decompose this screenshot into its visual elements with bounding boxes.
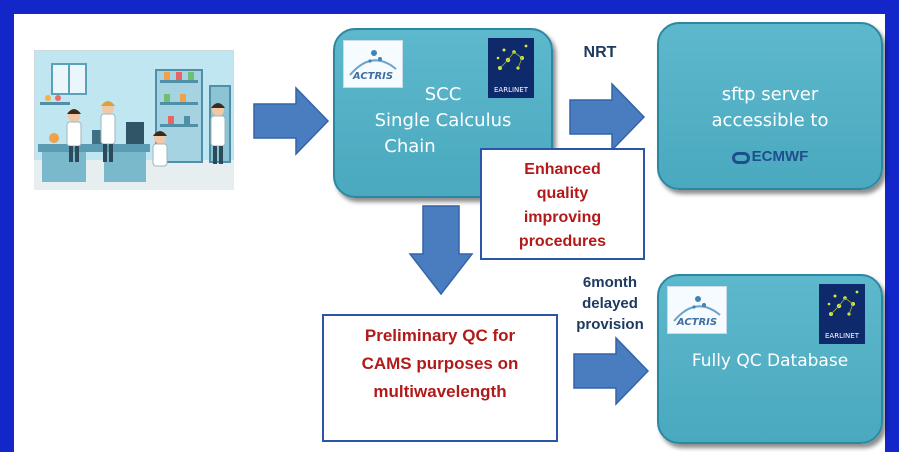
enhanced-line2: quality xyxy=(536,185,589,202)
earlinet-logo-text: EARLINET xyxy=(825,332,859,340)
lab-bench xyxy=(38,144,150,152)
actris-logo: ACTRIS xyxy=(343,40,403,88)
scientist-4 xyxy=(210,103,226,164)
enhanced-line3: improving xyxy=(523,209,602,226)
laboratory-illustration xyxy=(34,50,234,190)
scientist-1 xyxy=(66,109,82,162)
fully-qc-database-box: ACTRIS EARLINET Fully QC Database xyxy=(657,274,883,444)
earlinet-logo: EARLINET xyxy=(488,38,534,98)
ecmwf-logo-text: ECMWF xyxy=(751,148,809,165)
earlinet-logo-graphic xyxy=(827,290,859,316)
delayed-provision-label: 6month delayed provision xyxy=(562,272,658,335)
actris-logo: ACTRIS xyxy=(667,286,727,334)
scientist-2 xyxy=(100,101,116,162)
arrow-scc-to-sftp xyxy=(569,82,646,152)
preliminary-line3: multiwavelength xyxy=(373,382,507,401)
scc-subtitle: Single Calculus xyxy=(374,110,512,131)
actris-logo-graphic xyxy=(349,50,397,76)
fully-qc-database-label: Fully QC Database xyxy=(691,351,849,371)
scc-title: SCC xyxy=(424,84,462,105)
delayed-label-line2: delayed xyxy=(582,295,638,312)
sftp-server-box: sftp server accessible to ECMWF xyxy=(657,22,883,190)
actris-logo-graphic xyxy=(673,296,721,322)
ecmwf-logo: ECMWF xyxy=(659,148,881,165)
scientist-3 xyxy=(152,131,168,167)
nrt-label: NRT xyxy=(583,44,617,61)
preliminary-line2: CAMS purposes on xyxy=(361,354,519,373)
delayed-label-line3: provision xyxy=(576,316,644,333)
enhanced-line1: Enhanced xyxy=(524,161,601,178)
enhanced-quality-box: Enhanced quality improving procedures xyxy=(480,148,645,260)
preliminary-line1: Preliminary QC for xyxy=(364,326,516,345)
sftp-line1: sftp server xyxy=(721,84,819,105)
earlinet-logo: EARLINET xyxy=(819,284,865,344)
sftp-line2: accessible to xyxy=(711,110,829,131)
earlinet-logo-graphic xyxy=(496,44,528,70)
arrow-preliminary-to-database xyxy=(573,336,650,406)
preliminary-qc-box: Preliminary QC for CAMS purposes on mult… xyxy=(322,314,558,442)
actris-logo-text: ACTRIS xyxy=(676,317,718,328)
earlinet-logo-text: EARLINET xyxy=(494,86,528,94)
ecmwf-logo-mark xyxy=(731,152,750,164)
scc-subtitle-line2: Chain xyxy=(384,136,436,157)
delayed-label-line1: 6month xyxy=(582,274,638,291)
enhanced-line4: procedures xyxy=(518,233,607,250)
actris-logo-text: ACTRIS xyxy=(352,71,394,82)
arrow-scc-to-preliminary xyxy=(408,205,474,296)
arrow-lab-to-scc xyxy=(253,86,330,156)
